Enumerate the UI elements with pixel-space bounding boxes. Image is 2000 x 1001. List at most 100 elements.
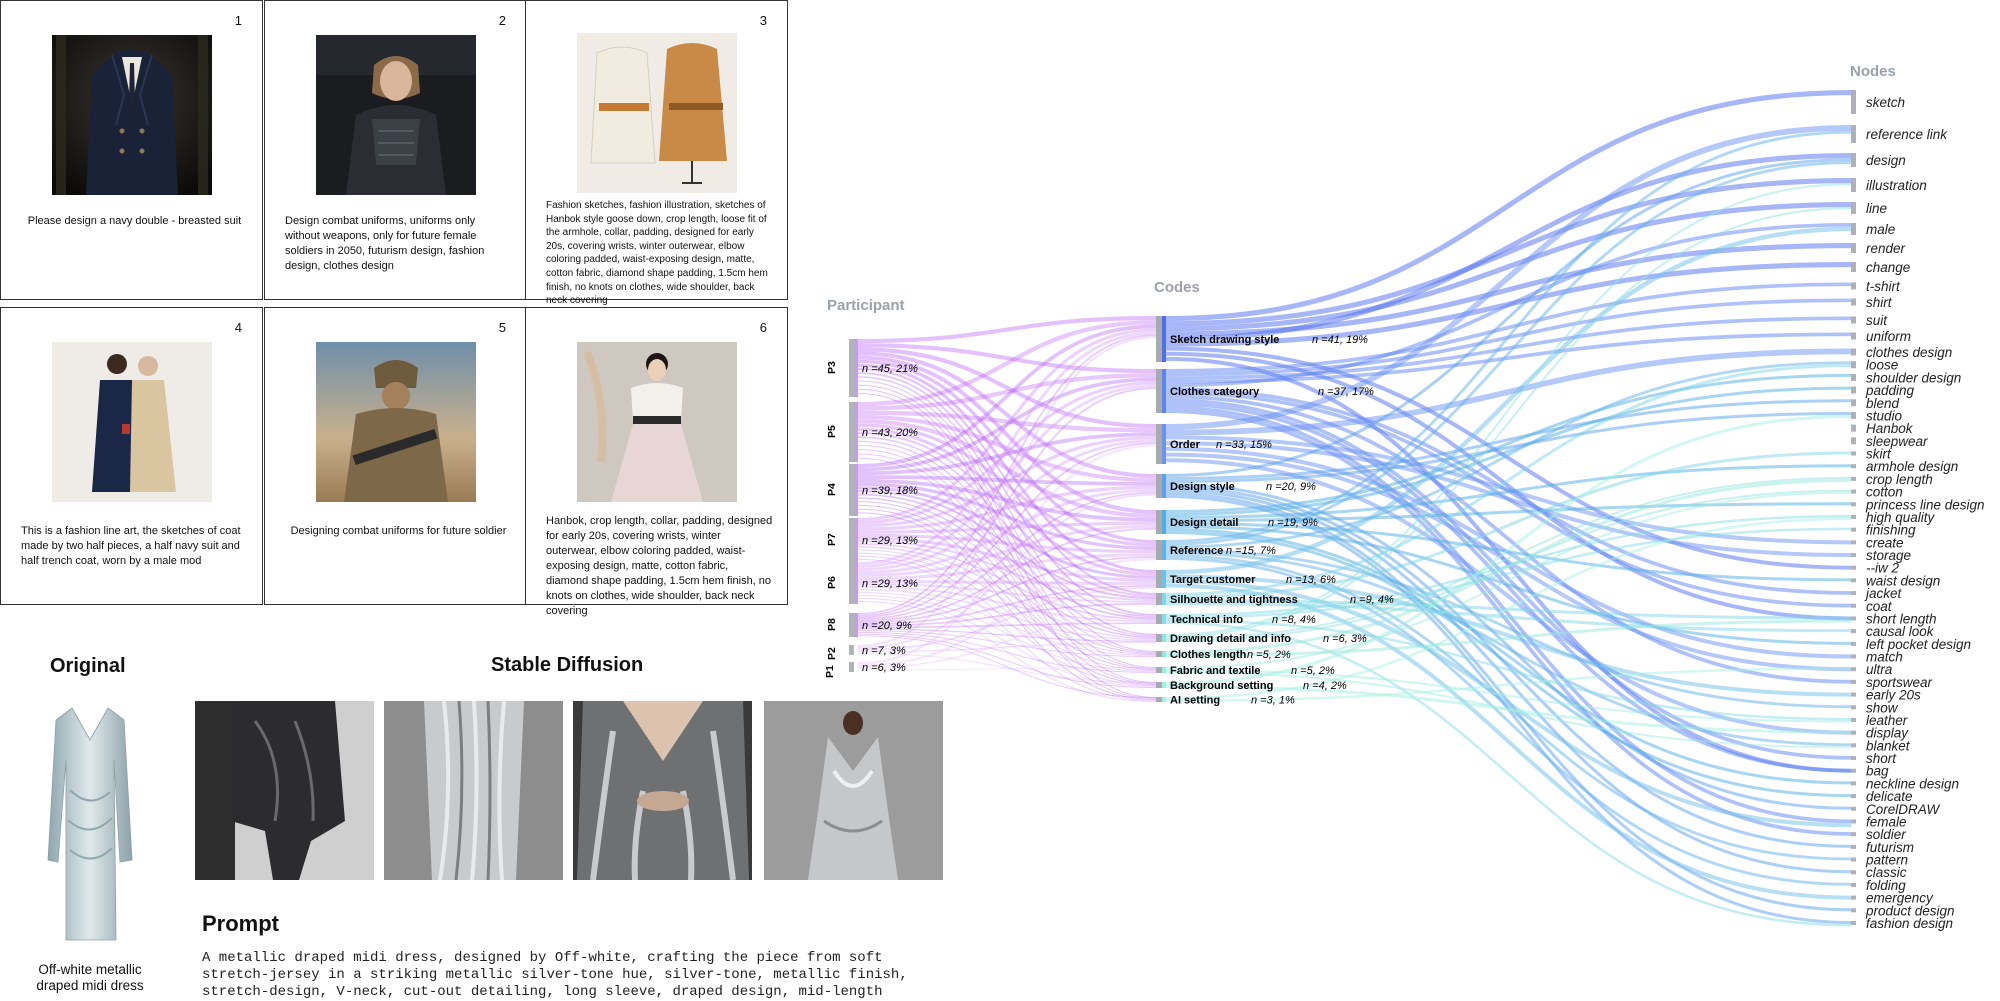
link-participant-code: [857, 540, 1157, 601]
node-label: shoulder design: [1866, 370, 1961, 385]
node-label: CorelDRAW: [1866, 802, 1941, 817]
node-label: --iw 2: [1866, 561, 1899, 576]
node-bar: [1851, 464, 1856, 469]
node-label: finishing: [1866, 523, 1916, 538]
link-participant-code: [857, 491, 1157, 620]
link-participant-code: [857, 628, 1157, 642]
participant-count-p7: n =29, 13%: [862, 535, 918, 547]
node-label: studio: [1866, 408, 1903, 423]
participant-label-p1: P1: [824, 665, 836, 678]
node-bar: [1851, 692, 1856, 697]
link-participant-code: [857, 508, 1157, 685]
participant-label-p7: P7: [826, 533, 838, 546]
panel-caption: Fashion sketches, fashion illustration, …: [546, 200, 768, 307]
link-code-node: [1165, 458, 1852, 735]
node-label: emergency: [1866, 891, 1934, 906]
link-participant-code: [857, 442, 1157, 619]
link-participant-code: [857, 384, 1157, 668]
participant-count-p8: n =20, 9%: [862, 620, 912, 632]
link-code-node: [1165, 346, 1852, 570]
link-code-node: [1165, 478, 1852, 654]
participant-bar-p8: [849, 613, 855, 637]
participant-bar-p3: [849, 339, 855, 397]
link-participant-code: [857, 501, 1157, 654]
link-participant-code: [857, 601, 1157, 702]
participant-count-p1: n =6, 3%: [862, 662, 906, 674]
link-participant-code: [857, 543, 1157, 621]
code-accent: [1162, 697, 1166, 702]
participant-count-p4: n =39, 18%: [862, 485, 918, 497]
link-participant-code: [857, 556, 1157, 624]
link-code-node: [1165, 226, 1852, 575]
link-participant-code: [857, 493, 1157, 649]
link-code-node: [1165, 579, 1852, 828]
link-participant-code: [857, 414, 1157, 482]
code-accent: [1162, 682, 1166, 688]
stable-diffusion-title: Stable Diffusion: [491, 654, 644, 676]
node-bar: [1851, 629, 1856, 634]
link-participant-code: [857, 549, 1157, 655]
node-label: product design: [1865, 903, 1955, 918]
code-bar: [1156, 474, 1162, 498]
link-code-node: [1165, 525, 1852, 645]
code-label: Design detail: [1170, 517, 1238, 529]
column-title-codes: Codes: [1154, 279, 1200, 296]
node-label: Hanbok: [1866, 421, 1914, 436]
participant-accent: [855, 562, 858, 604]
code-count: n =5, 2%: [1291, 665, 1335, 677]
column-title-participant: Participant: [827, 297, 905, 314]
link-participant-code: [857, 381, 1157, 525]
node-bar: [1851, 603, 1856, 608]
node-bar: [1851, 717, 1856, 722]
node-label: blend: [1866, 396, 1900, 411]
node-bar: [1851, 262, 1856, 272]
link-participant-code: [857, 622, 1157, 629]
link-code-node: [1165, 476, 1852, 640]
participant-label-p5: P5: [826, 425, 838, 438]
link-participant-code: [857, 488, 1157, 574]
link-code-node: [1165, 667, 1852, 702]
node-label: soldier: [1866, 827, 1906, 842]
code-bar: [1156, 667, 1162, 673]
node-bar: [1851, 502, 1856, 507]
panel-caption: Hanbok, crop length, collar, padding, de…: [546, 515, 773, 617]
code-bar: [1156, 540, 1162, 560]
node-bar: [1851, 540, 1856, 545]
link-participant-code: [857, 388, 1157, 683]
link-code-node: [1165, 451, 1852, 599]
link-code-node: [1165, 124, 1852, 430]
code-accent: [1162, 634, 1166, 642]
node-bar: [1851, 90, 1856, 114]
link-participant-code: [857, 387, 1157, 617]
link-code-node: [1165, 405, 1852, 824]
participant-label-p4: P4: [826, 483, 838, 496]
node-bar: [1851, 806, 1856, 811]
node-label: crop length: [1866, 472, 1933, 487]
code-bar: [1156, 682, 1162, 688]
link-participant-code: [857, 580, 1157, 585]
code-count: n =19, 9%: [1268, 517, 1318, 529]
node-bar: [1851, 768, 1856, 773]
node-bar: [1851, 437, 1856, 445]
node-bar: [1851, 654, 1856, 659]
node-bar: [1851, 730, 1856, 735]
node-bar: [1851, 361, 1856, 369]
participant-label-p6: P6: [826, 576, 838, 589]
node-bar: [1851, 386, 1856, 394]
node-label: show: [1866, 700, 1899, 715]
code-label: Technical info: [1170, 614, 1243, 626]
code-accent: [1162, 651, 1166, 657]
hanbok-outerwear-image: [576, 33, 737, 193]
link-participant-code: [857, 453, 1157, 684]
node-bar: [1851, 756, 1856, 761]
node-label: cotton: [1866, 485, 1903, 500]
node-label: change: [1866, 260, 1910, 275]
link-participant-code: [857, 410, 1157, 433]
example-panel-3: 3 Fashion sketches, fashion illustration…: [525, 0, 788, 306]
link-code-node: [1165, 531, 1852, 798]
node-label: reference link: [1866, 127, 1948, 142]
link-code-node: [1165, 202, 1852, 332]
link-participant-code: [857, 642, 1157, 653]
sd-result-image-4: [764, 701, 943, 880]
code-count: n =4, 2%: [1303, 680, 1347, 692]
